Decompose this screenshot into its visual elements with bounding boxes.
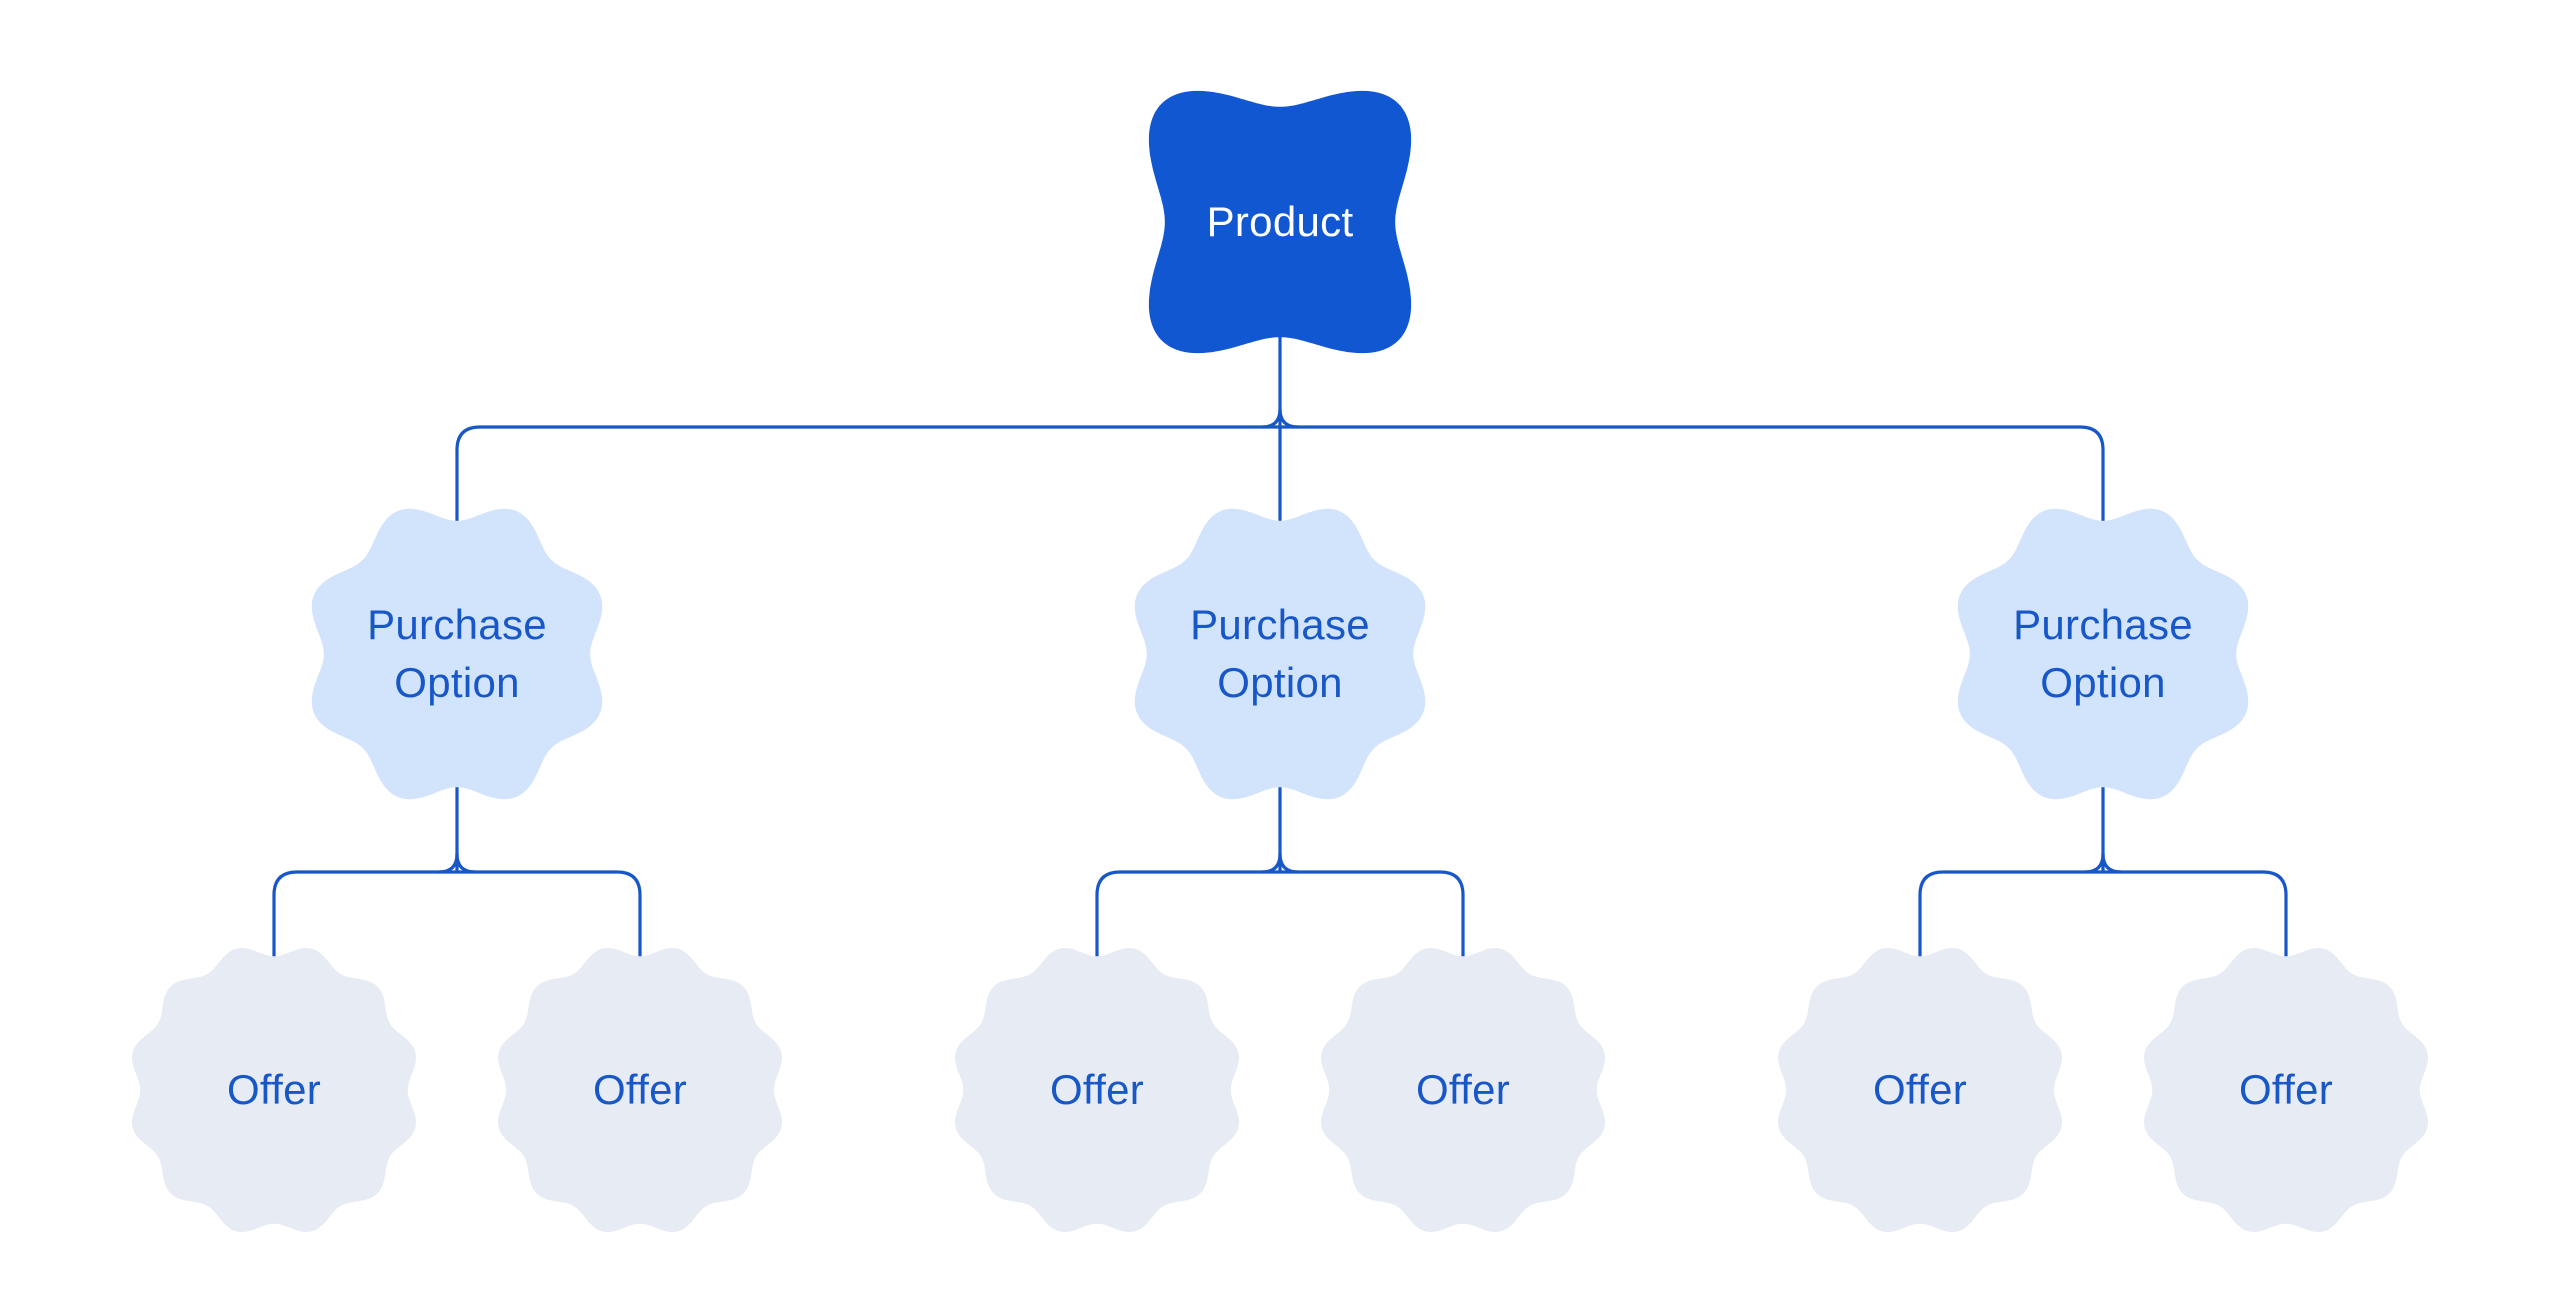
connector-path: [2083, 852, 2105, 874]
offer-node-shape: [955, 948, 1239, 1232]
purchase-option-node-shape: [311, 508, 603, 800]
offer-node-blob: [1321, 948, 1605, 1232]
connector-path: [1095, 870, 1465, 1002]
connector-path: [1260, 407, 1282, 429]
offer-node-blob: [2144, 948, 2428, 1232]
offer-node-blob: [498, 948, 782, 1232]
offer-node: Offer: [470, 920, 810, 1260]
offer-node: Offer: [1750, 920, 2090, 1260]
purchase-option-node-shape: [1957, 508, 2249, 800]
connector-path: [1278, 407, 1300, 429]
purchase-option-node: Purchase Option: [1933, 484, 2273, 824]
offer-node-blob: [132, 948, 416, 1232]
connector-path: [272, 870, 642, 1002]
connector-path: [2101, 852, 2123, 874]
product-node-shape: [1148, 90, 1412, 354]
purchase-option-node-blob: [1134, 508, 1426, 800]
purchase-option-node-blob: [311, 508, 603, 800]
offer-node-blob: [955, 948, 1239, 1232]
connector-path: [1918, 870, 2288, 1002]
connector-path: [437, 852, 459, 874]
offer-node: Offer: [927, 920, 1267, 1260]
purchase-option-node: Purchase Option: [287, 484, 627, 824]
connector-path: [1278, 852, 1300, 874]
offer-node: Offer: [104, 920, 444, 1260]
offer-node-shape: [2144, 948, 2428, 1232]
offer-node-blob: [1778, 948, 2062, 1232]
offer-node: Offer: [2116, 920, 2456, 1260]
connector-path: [455, 852, 477, 874]
purchase-option-node: Purchase Option: [1110, 484, 1450, 824]
product-node-blob: [1148, 90, 1412, 354]
product-node: Product: [1110, 52, 1450, 392]
offer-node-shape: [1321, 948, 1605, 1232]
purchase-option-node-shape: [1134, 508, 1426, 800]
purchase-option-node-blob: [1957, 508, 2249, 800]
offer-node-shape: [132, 948, 416, 1232]
offer-node: Offer: [1293, 920, 1633, 1260]
offer-node-shape: [498, 948, 782, 1232]
offer-node-shape: [1778, 948, 2062, 1232]
connector-path: [1260, 852, 1282, 874]
